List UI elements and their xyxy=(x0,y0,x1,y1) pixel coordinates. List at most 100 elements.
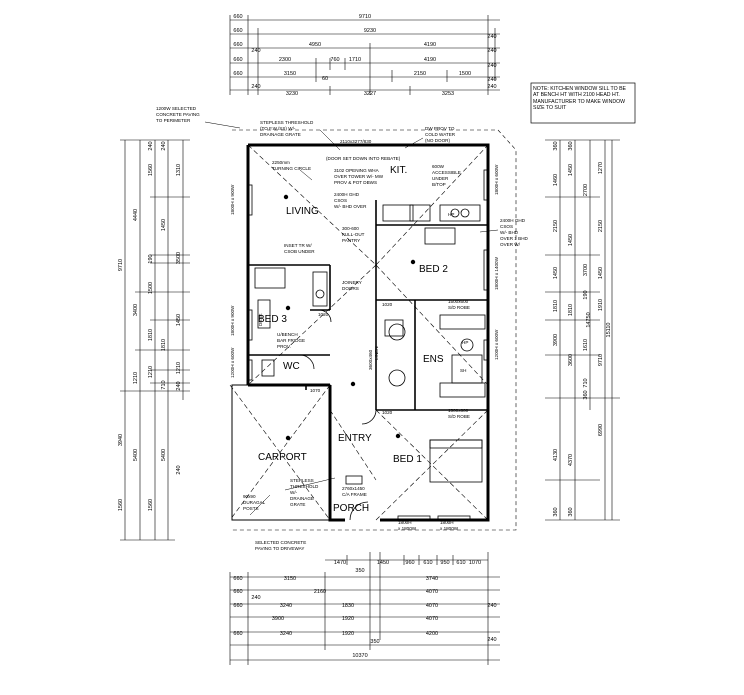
dim-text: 1270 xyxy=(598,162,604,174)
window-top-note: 2110x3277/830 xyxy=(340,139,372,144)
dim-text: 4070 xyxy=(426,603,438,609)
dim-text: 2160 xyxy=(314,589,326,595)
dim-text: 660 xyxy=(233,576,242,582)
dim-text: 360 xyxy=(553,507,559,516)
ghd-bed2-note: W/- BHD xyxy=(500,230,519,235)
dim-text: 350 xyxy=(370,639,379,645)
dim-text: 1920 xyxy=(342,616,354,622)
room-kitchen: KIT. xyxy=(390,165,407,176)
ghd-bed2-note: 2400H GHD xyxy=(500,218,526,223)
stepless2-note: THRESHOLD xyxy=(290,484,319,489)
dim-text: 240 xyxy=(161,141,167,150)
dim-text: 3900 xyxy=(272,616,284,622)
dim-text: 360 xyxy=(568,507,574,516)
room-porch: PORCH xyxy=(333,503,369,514)
opening-note: PROV & POT DBWS xyxy=(334,180,377,185)
dim-text: 1450 xyxy=(553,267,559,279)
dim-text: 660 xyxy=(233,57,242,63)
window-note: 1800H xyxy=(440,520,454,525)
dim-text: 660 xyxy=(233,14,242,20)
dim-text: 1560 xyxy=(148,499,154,511)
dim-text: 1450 xyxy=(176,314,182,326)
dim-text: 1560 xyxy=(148,164,154,176)
dim-text: 190 xyxy=(583,290,589,299)
room-bed1: BED 1 xyxy=(393,454,422,465)
desk-label: DESK xyxy=(258,313,263,326)
dim-text: 15110 xyxy=(606,323,612,338)
dim-text: 240 xyxy=(176,465,182,474)
dim-text: 1810 xyxy=(568,304,574,316)
dim-text: 240 xyxy=(251,84,260,90)
dim-text: 1920 xyxy=(342,631,354,637)
dim-text: 190 xyxy=(148,254,154,263)
stepless2-note: STEPLESS xyxy=(290,478,314,483)
dim-text: 660 xyxy=(233,28,242,34)
dim-text: 660 xyxy=(233,589,242,595)
door-size: 1020 xyxy=(382,410,393,415)
fridge-note: U/BENCH xyxy=(277,332,298,337)
opening-note: OVER TOWER W/- MW xyxy=(334,174,384,179)
dim-text: 3227 xyxy=(364,91,376,97)
stepless-note: (TO F.W./SS) W/- xyxy=(260,126,296,131)
dim-text: 4070 xyxy=(426,616,438,622)
fridge-note: BAR FRIDGE xyxy=(277,338,305,343)
window-note: 1800H x 900W xyxy=(230,305,235,336)
dim-text: 3253 xyxy=(442,91,454,97)
door-size: 1070 xyxy=(310,388,321,393)
dim-text: 1450 xyxy=(598,267,604,279)
room-bed2: BED 2 xyxy=(419,264,448,275)
dim-text: 3740 xyxy=(426,576,438,582)
robe-mid-note: S/D ROBE xyxy=(448,305,470,310)
dim-text: 4440 xyxy=(133,209,139,221)
dim-text: 1210 xyxy=(148,366,154,378)
window-note: 1200H x 600W xyxy=(494,329,499,360)
room-wc: WC xyxy=(283,361,300,372)
stepless2-note: GRATE xyxy=(290,502,305,507)
dim-text: 660 xyxy=(233,71,242,77)
dim-text: 1500 xyxy=(459,71,471,77)
pantry-note: PANTRY xyxy=(342,238,360,243)
dim-text: 1210 xyxy=(133,372,139,384)
room-entry: ENTRY xyxy=(338,433,372,444)
dim-text: 9710 xyxy=(359,14,371,20)
linen-note: 3600x460 xyxy=(368,349,373,370)
concrete-note: 1200W SELECTED xyxy=(156,106,197,111)
room-living: LIVING xyxy=(286,206,319,217)
dim-text: 1810 xyxy=(148,329,154,341)
dim-text: 4190 xyxy=(424,57,436,63)
window-note: x 1800W xyxy=(440,526,459,531)
dim-text: 5400 xyxy=(161,449,167,461)
dim-text: 240 xyxy=(148,141,154,150)
porch-size-note: 2760x1450 xyxy=(342,486,365,491)
ghd-bed2-note: OVER W/ xyxy=(500,242,521,247)
posts-note: 90x90 xyxy=(243,494,256,499)
ghd-bed2-note: CSOS xyxy=(500,224,513,229)
dim-text: 3500 xyxy=(176,252,182,264)
dim-text: 3150 xyxy=(284,71,296,77)
dim-text: 1830 xyxy=(342,603,354,609)
dim-text: 610 xyxy=(423,560,432,566)
dim-text: 240 xyxy=(487,637,496,643)
dim-text: 3150 xyxy=(284,576,296,582)
joinery-note: JOINERY xyxy=(342,280,362,285)
hotplate-label: HP xyxy=(448,212,454,217)
kitchen-window-note: NOTE: KITCHEN WINDOW SILL TO BE AT BENCH… xyxy=(533,86,627,112)
window-note: x 1800W xyxy=(398,526,417,531)
oven-note: 600W xyxy=(432,164,445,169)
dim-text: 4200 xyxy=(426,631,438,637)
dim-text: 1810 xyxy=(553,300,559,312)
dw-note: COLD WATER xyxy=(425,132,456,137)
dim-text: 1710 xyxy=(349,57,361,63)
posts-note: DURAGAL xyxy=(243,500,266,505)
dim-text: 240 xyxy=(487,77,496,83)
window-note: 1800H x 600W xyxy=(494,164,499,195)
dim-text: 4130 xyxy=(553,449,559,461)
dim-text: 1310 xyxy=(176,164,182,176)
dim-text: 2300 xyxy=(279,57,291,63)
dim-text: 2700 xyxy=(583,184,589,196)
dim-text: 14750 xyxy=(586,312,592,327)
concrete-bottom-note: PAVING TO DRIVEWAY xyxy=(255,546,304,551)
dim-text: 3940 xyxy=(118,434,124,446)
dim-text: 3400 xyxy=(133,304,139,316)
